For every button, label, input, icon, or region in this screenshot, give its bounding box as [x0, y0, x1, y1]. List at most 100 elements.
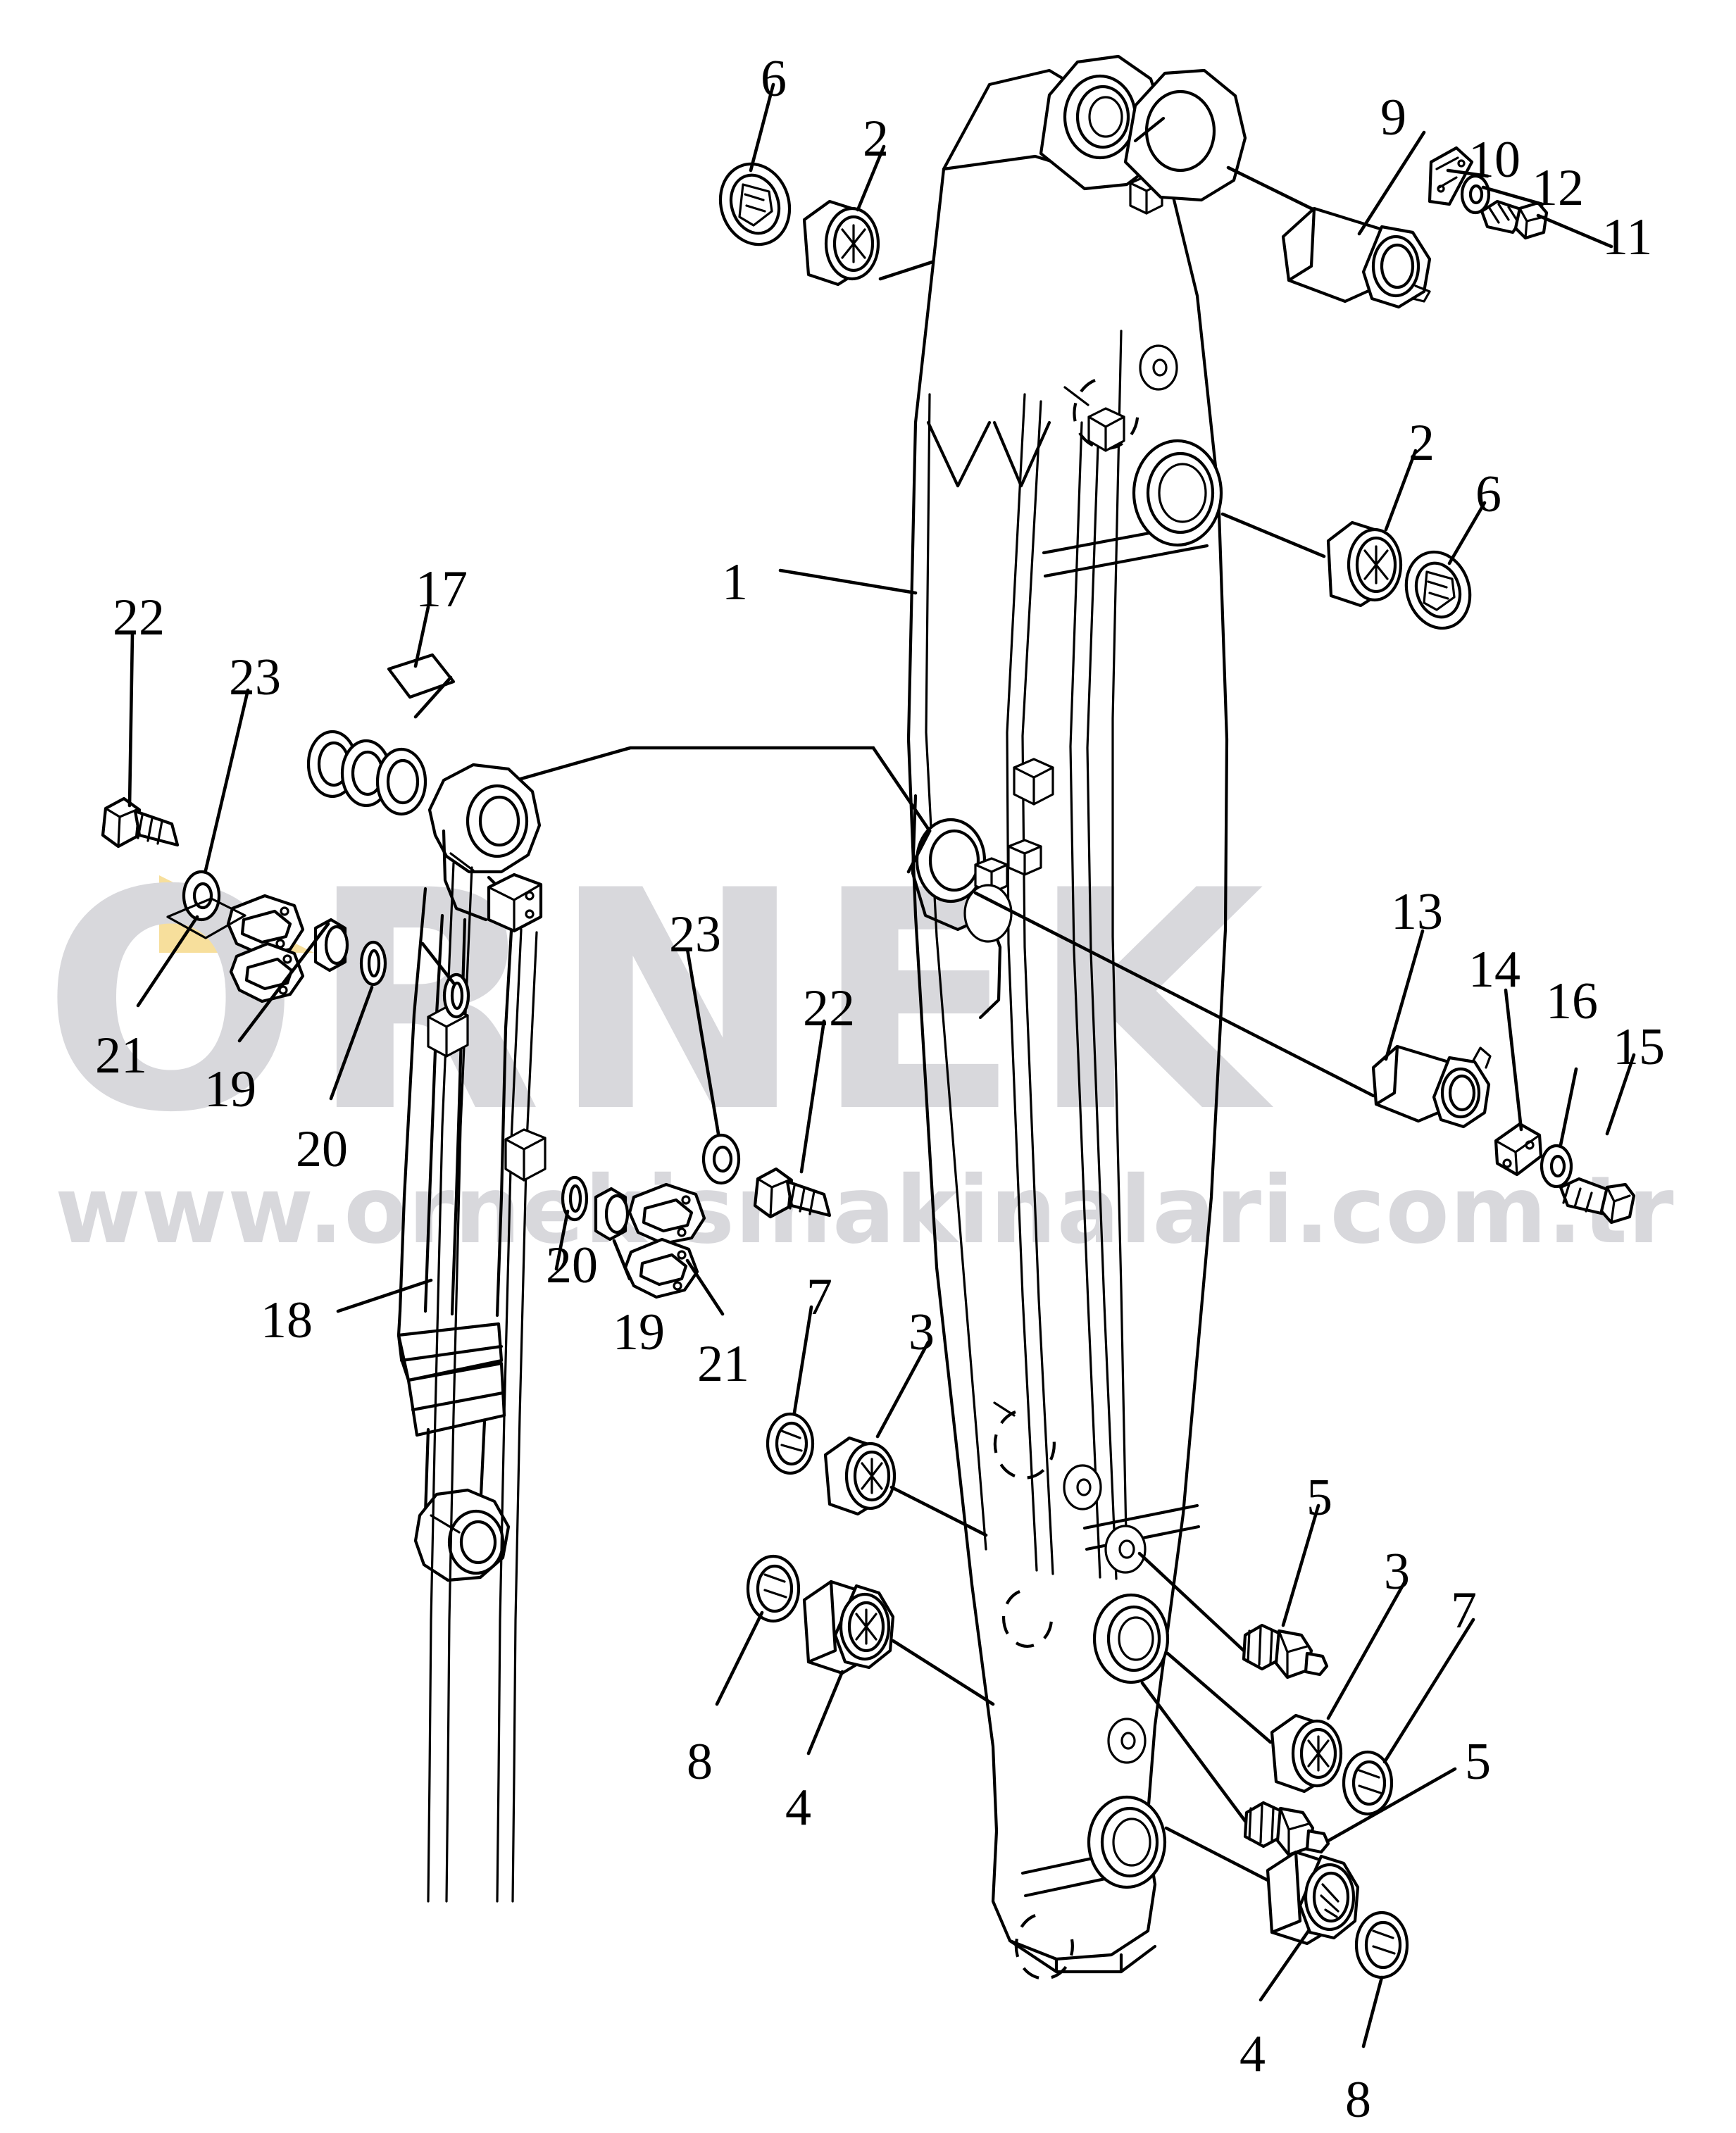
leader-20-mid-a [420, 942, 456, 985]
leader-10 [1446, 168, 1490, 178]
leader-12 [1481, 185, 1544, 206]
leader-19-left [237, 922, 330, 1043]
leader-3-right-body [1166, 1651, 1273, 1744]
leader-3-right [1326, 1578, 1408, 1720]
part-20-oring-mid [420, 942, 589, 1271]
callout-17: 17 [416, 561, 468, 618]
leader-18 [336, 1278, 433, 1313]
callout-3-right: 3 [1384, 1543, 1410, 1601]
part-7-seal-left [766, 1305, 815, 1475]
part-18-hydraulic-cylinder [336, 763, 543, 1582]
leader-1 [778, 568, 918, 595]
callout-14: 14 [1468, 941, 1520, 999]
leader-23-mid [685, 947, 720, 1136]
part-6-snap-ring-top [718, 82, 792, 246]
part-2-bushing-top [802, 144, 886, 287]
part-8-seal-bottom [1354, 1910, 1409, 2048]
leader-7-left [792, 1305, 813, 1415]
leader-5-lower [1326, 1767, 1457, 1843]
leader-8-bottom [1361, 1975, 1384, 2048]
callout-12: 12 [1532, 159, 1584, 217]
callout-15: 15 [1613, 1018, 1665, 1076]
part-23-washer-left [182, 688, 250, 922]
part-19-seal-left [237, 918, 349, 1043]
callout-2-right: 2 [1409, 414, 1435, 472]
part-7-seal-right [1342, 1618, 1475, 1816]
callout-11: 11 [1602, 208, 1653, 266]
part-5-grease-nipple-upper [1137, 1503, 1329, 1679]
callout-9: 9 [1380, 89, 1406, 146]
callout-2-top: 2 [863, 110, 889, 168]
leader-20-mid [554, 1209, 570, 1271]
leader-4-bottom-body [1164, 1826, 1270, 1882]
leader-3-left-body [889, 1485, 988, 1537]
callout-19-mid: 19 [613, 1303, 665, 1361]
part-4-bushing-left [802, 1580, 995, 1756]
part-21-bearing-mid [623, 1182, 725, 1316]
part-2-bushing-right [1326, 449, 1418, 608]
arm-body [906, 54, 1247, 1980]
callout-22-mid: 22 [803, 980, 855, 1037]
callout-19-left: 19 [204, 1061, 256, 1118]
part-23-washer-mid [685, 947, 741, 1185]
part-3-bushing-left [823, 1340, 988, 1537]
part-19-seal-mid [594, 1187, 632, 1281]
leader-4-left-body [891, 1639, 995, 1706]
leader-22-left [127, 632, 135, 808]
leader-2-right [1384, 449, 1418, 532]
callout-4-left: 4 [785, 1779, 811, 1837]
callout-4-right: 4 [1239, 2025, 1266, 2083]
leader-cylinder-to-arm [484, 746, 932, 874]
leader-3-left [875, 1340, 930, 1439]
leader-7-right [1382, 1618, 1475, 1764]
leader-17-a [413, 605, 430, 668]
leader-2r-body [1220, 512, 1326, 558]
part-21-bearing-left [136, 894, 305, 1008]
leader-6-right [1447, 501, 1487, 565]
callout-13: 13 [1391, 883, 1443, 941]
callout-8-left: 8 [687, 1733, 713, 1791]
leader-22-mid [799, 1019, 826, 1174]
callout-6-top: 6 [761, 50, 787, 108]
callout-7-right: 7 [1451, 1582, 1477, 1639]
part-9-pin [1281, 130, 1432, 309]
part-4-bushing-bottom [1164, 1826, 1360, 2002]
callout-20-mid: 20 [546, 1237, 598, 1294]
part-16-washer [1540, 1067, 1578, 1189]
leader-20-left [329, 985, 374, 1101]
callout-3-left: 3 [908, 1303, 935, 1361]
part-20-oring-left [329, 940, 387, 1101]
part-6-snap-ring-right [1404, 501, 1487, 630]
leader-5-upper [1281, 1503, 1320, 1627]
leader-2-top [856, 144, 886, 212]
leader-8-left [715, 1610, 764, 1706]
leader-9 [1357, 130, 1426, 236]
part-8-seal-left [715, 1554, 801, 1706]
leader-5-upper-body [1137, 1551, 1246, 1653]
leader-5-lower-body [1140, 1681, 1247, 1823]
callout-7-left: 7 [806, 1268, 832, 1326]
leader-11 [1536, 213, 1613, 249]
part-10-lock-plate [1428, 146, 1490, 206]
part-12-washer [1460, 174, 1544, 215]
part-22-bolt-mid [753, 1019, 832, 1219]
part-5-grease-nipple-lower [1140, 1681, 1457, 1857]
part-15-bolt [1559, 1053, 1636, 1225]
leader-4-bottom [1259, 1929, 1311, 2002]
callout-10: 10 [1468, 131, 1520, 189]
callout-16: 16 [1546, 972, 1598, 1030]
part-17-shim-set [306, 605, 456, 816]
part-11-bolt [1480, 199, 1613, 249]
part-3-bushing-right [1166, 1578, 1408, 1794]
callout-20-left: 20 [296, 1120, 348, 1178]
leader-21-left [136, 915, 199, 1008]
leader-21-mid [685, 1258, 725, 1316]
callout-1: 1 [722, 553, 748, 611]
part-13-pin [1371, 929, 1492, 1129]
callout-6-right: 6 [1475, 465, 1501, 523]
leader-6-top [749, 82, 775, 173]
callout-23-mid: 23 [669, 906, 721, 963]
callout-21-left: 21 [95, 1027, 147, 1084]
